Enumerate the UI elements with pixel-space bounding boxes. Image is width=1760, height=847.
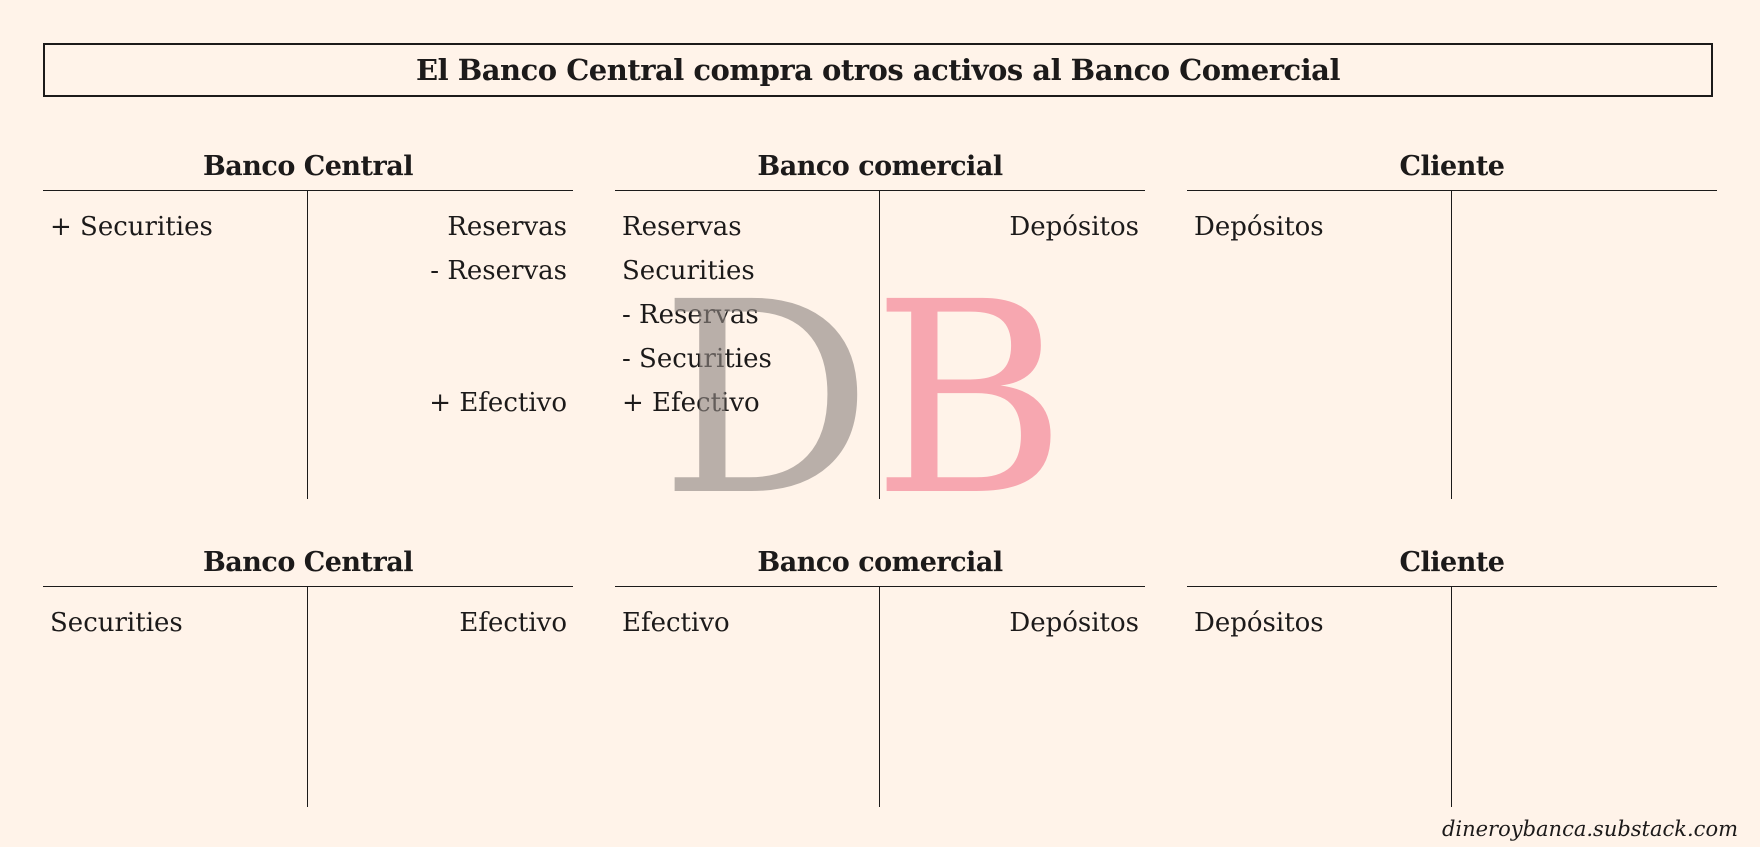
title-box: El Banco Central compra otros activos al… xyxy=(43,43,1713,97)
asset-entry: + Securities xyxy=(50,212,213,242)
account-horizontal-line xyxy=(615,190,1145,191)
logo-letter-b: B xyxy=(872,246,1067,554)
assets-column: Depósitos xyxy=(1194,601,1324,645)
account-title: Cliente xyxy=(1399,547,1505,578)
account-horizontal-line xyxy=(43,586,573,587)
account-vertical-line xyxy=(307,191,308,499)
account-title: Banco Central xyxy=(202,151,414,182)
account-title: Cliente xyxy=(1399,151,1505,182)
liability-entry: - Reservas xyxy=(430,256,567,286)
liabilities-column: Depósitos xyxy=(1009,601,1139,645)
asset-entry: Efectivo xyxy=(622,608,730,638)
liabilities-column: Reservas - Reservas + Efectivo xyxy=(429,205,567,425)
asset-entry: Securities xyxy=(622,256,755,286)
assets-column: Depósitos xyxy=(1194,205,1324,249)
source-credit: dineroybanca.substack.com xyxy=(1441,817,1738,841)
account-title: Banco Central xyxy=(202,547,414,578)
liability-entry: + Efectivo xyxy=(429,388,567,418)
asset-entry: - Reservas xyxy=(622,300,759,330)
liability-entry: Reservas xyxy=(447,212,567,242)
account-vertical-line xyxy=(1451,587,1452,807)
asset-entry: Securities xyxy=(50,608,183,638)
account-vertical-line xyxy=(307,587,308,807)
asset-entry: + Efectivo xyxy=(622,388,760,418)
diagram-title: El Banco Central compra otros activos al… xyxy=(416,53,1341,87)
asset-entry: Depósitos xyxy=(1194,608,1324,638)
account-horizontal-line xyxy=(43,190,573,191)
liability-entry xyxy=(429,337,567,381)
liability-entry: Efectivo xyxy=(459,608,567,638)
account-horizontal-line xyxy=(615,586,1145,587)
assets-column: Reservas Securities - Reservas - Securit… xyxy=(622,205,772,425)
account-vertical-line xyxy=(879,587,880,807)
account-horizontal-line xyxy=(1187,586,1717,587)
liability-entry: Depósitos xyxy=(1009,212,1139,242)
liability-entry: Depósitos xyxy=(1009,608,1139,638)
account-title: Banco comercial xyxy=(757,547,1003,578)
account-vertical-line xyxy=(1451,191,1452,499)
assets-column: Efectivo xyxy=(622,601,730,645)
asset-entry: Reservas xyxy=(622,212,742,242)
assets-column: Securities xyxy=(50,601,183,645)
liabilities-column: Depósitos xyxy=(1009,205,1139,249)
liabilities-column: Efectivo xyxy=(459,601,567,645)
account-vertical-line xyxy=(879,191,880,499)
account-horizontal-line xyxy=(1187,190,1717,191)
assets-column: + Securities xyxy=(50,205,213,249)
account-title: Banco comercial xyxy=(757,151,1003,182)
asset-entry: Depósitos xyxy=(1194,212,1324,242)
liability-entry xyxy=(429,293,567,337)
asset-entry: - Securities xyxy=(622,344,772,374)
